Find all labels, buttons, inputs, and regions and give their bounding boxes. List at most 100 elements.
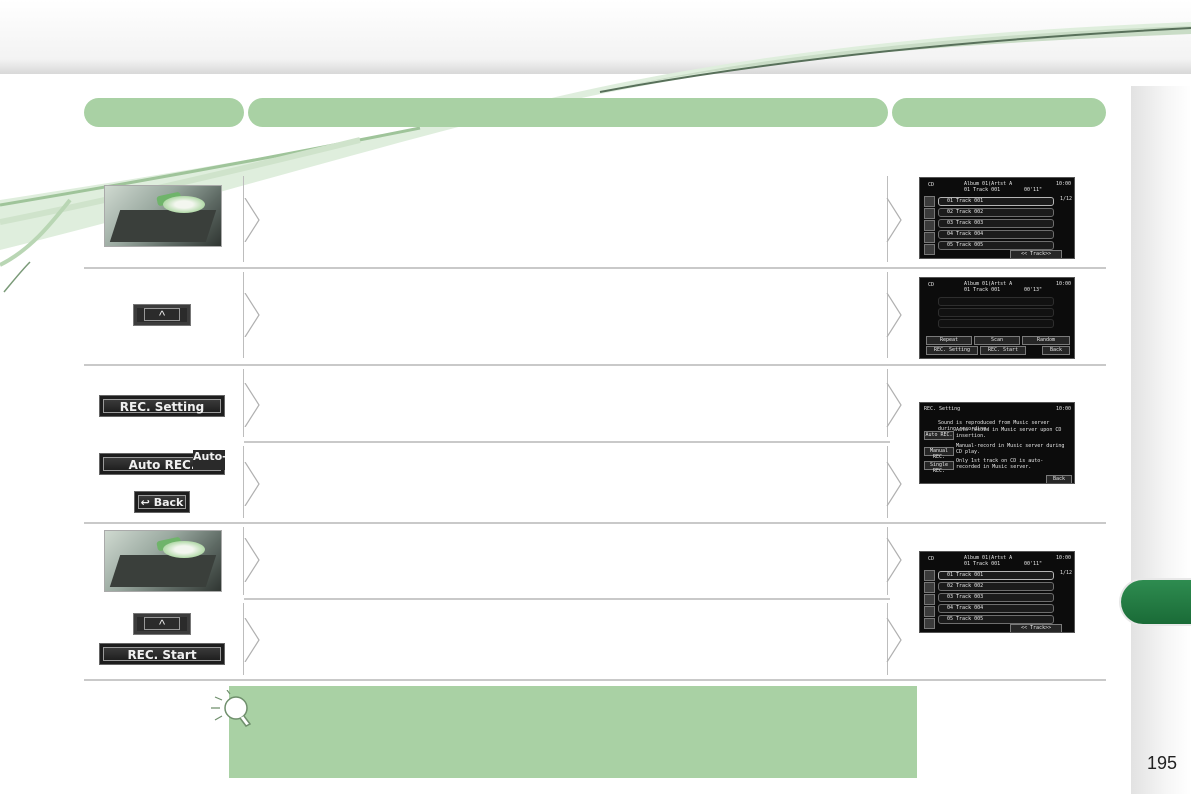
- rec-start-button[interactable]: REC. Start: [99, 643, 225, 665]
- track-title: 05 Track 005: [947, 242, 984, 248]
- chevron-right-icon: [244, 538, 260, 582]
- track-row[interactable]: 02 Track 002: [938, 582, 1054, 591]
- manual-rec-option-button[interactable]: Manual REC.: [924, 447, 954, 460]
- manual-rec-option-label: Manual REC.: [929, 448, 949, 460]
- track-row[interactable]: 05 Track 005: [938, 241, 1054, 250]
- cd-insert-photo-2: [104, 530, 222, 592]
- side-button[interactable]: [924, 594, 935, 605]
- rec-setting-label: REC. Setting: [103, 399, 221, 414]
- rec-setting-back-button[interactable]: Back: [1046, 475, 1072, 483]
- side-button[interactable]: [924, 606, 935, 617]
- row-divider: [84, 679, 1106, 681]
- track-title: 01 Track 001: [947, 572, 984, 578]
- rec-start-label: REC. Start: [103, 647, 221, 662]
- rec-setting-button[interactable]: REC. Setting: [99, 395, 225, 417]
- cd-disc-icon: [163, 196, 205, 213]
- column-separator: [243, 176, 244, 262]
- track-label: 01 Track 001: [964, 561, 1001, 567]
- lightbulb-icon: [211, 690, 252, 727]
- track-list-screen: CD Album 01(Artst A 01 Track 001 00'11" …: [919, 177, 1075, 259]
- auto-rec-overflow: Auto-: [193, 450, 225, 470]
- side-button[interactable]: [924, 570, 935, 581]
- track-row[interactable]: 03 Track 003: [938, 219, 1054, 228]
- album-label: Album 01(Artst A: [964, 555, 1013, 561]
- menu-rec-start-button[interactable]: REC. Start: [980, 346, 1026, 355]
- chevron-right-icon: [886, 198, 902, 242]
- track-label: 01 Track 001: [964, 187, 1001, 193]
- track-row[interactable]: 05 Track 005: [938, 615, 1054, 624]
- track-row[interactable]: 03 Track 003: [938, 593, 1054, 602]
- rec-setting-screen: REC. Setting 10:00 Sound is reproduced f…: [919, 402, 1075, 484]
- chevron-right-icon: [886, 293, 902, 337]
- side-button[interactable]: [924, 618, 935, 629]
- track-row[interactable]: 01 Track 001: [938, 197, 1054, 206]
- track-row[interactable]: 04 Track 004: [938, 230, 1054, 239]
- side-button[interactable]: [924, 582, 935, 593]
- track-title: 01 Track 001: [947, 198, 984, 204]
- single-rec-option-button[interactable]: Single REC.: [924, 461, 954, 474]
- track-title: 03 Track 003: [947, 220, 984, 226]
- auto-rec-label: Auto REC.: [103, 457, 221, 472]
- menu-screen: CD Album 01(Artst A 01 Track 001 00'13" …: [919, 277, 1075, 359]
- track-nav-button[interactable]: << Track>>: [1010, 624, 1062, 632]
- track-title: 02 Track 002: [947, 583, 984, 589]
- page-number: 195: [1146, 753, 1178, 773]
- side-button[interactable]: [924, 220, 935, 231]
- auto-rec-option-label: Auto REC.: [925, 432, 953, 438]
- track-label: 01 Track 001: [964, 287, 1001, 293]
- chevron-right-icon: [886, 538, 902, 582]
- cd-insert-photo: [104, 185, 222, 247]
- elapsed-time: 00'11": [1024, 187, 1043, 193]
- track-row[interactable]: 01 Track 001: [938, 571, 1054, 580]
- menu-rec-setting-button[interactable]: REC. Setting: [926, 346, 978, 355]
- source-label: CD: [928, 282, 935, 288]
- track-row-dimmed: [938, 319, 1054, 328]
- column-separator: [243, 603, 244, 675]
- row-divider: [244, 441, 890, 443]
- side-button[interactable]: [924, 196, 935, 207]
- section-tab: [1121, 580, 1191, 624]
- chevron-right-icon: [244, 198, 260, 242]
- chevron-right-icon: [244, 618, 260, 662]
- random-button[interactable]: Random: [1022, 336, 1070, 345]
- rec-setting-back-label: Back: [1052, 476, 1066, 482]
- track-title: 05 Track 005: [947, 616, 984, 622]
- album-label: Album 01(Artst A: [964, 281, 1013, 287]
- scan-label: Scan: [990, 337, 1004, 343]
- single-rec-desc: Only 1st track on CD is auto-recorded in…: [956, 458, 1044, 470]
- column-separator: [243, 527, 244, 595]
- repeat-button[interactable]: Repeat: [926, 336, 972, 345]
- back-button[interactable]: ↩ Back: [134, 491, 190, 513]
- clock: 10:00: [1056, 406, 1072, 412]
- chevron-right-icon: [244, 462, 260, 506]
- track-title: 04 Track 004: [947, 605, 984, 611]
- side-button[interactable]: [924, 244, 935, 255]
- track-row[interactable]: 04 Track 004: [938, 604, 1054, 613]
- track-nav-label: << Track>>: [1021, 251, 1052, 257]
- clock: 10:00: [1056, 555, 1072, 561]
- row-divider: [244, 598, 890, 600]
- column-header-pill-right: [892, 98, 1106, 127]
- screen-title: REC. Setting: [924, 406, 961, 412]
- track-row[interactable]: 02 Track 002: [938, 208, 1054, 217]
- column-separator: [887, 369, 888, 437]
- up-arrow-button[interactable]: ^: [133, 304, 191, 326]
- auto-rec-option-button[interactable]: Auto REC.: [924, 431, 954, 440]
- back-text: Back: [153, 496, 184, 509]
- menu-back-button[interactable]: Back: [1042, 346, 1070, 355]
- side-button[interactable]: [924, 208, 935, 219]
- rec-heading: Sound is reproduced from Music server du…: [938, 420, 1050, 432]
- chevron-right-icon: [886, 383, 902, 427]
- single-rec-option-label: Single REC.: [929, 462, 949, 474]
- chevron-right-icon: [244, 293, 260, 337]
- track-title: 02 Track 002: [947, 209, 984, 215]
- scan-button[interactable]: Scan: [974, 336, 1020, 345]
- track-nav-button[interactable]: << Track>>: [1010, 250, 1062, 258]
- menu-rec-start-label: REC. Start: [987, 347, 1019, 353]
- menu-back-label: Back: [1049, 347, 1063, 353]
- column-separator: [243, 369, 244, 437]
- column-separator: [887, 272, 888, 358]
- up-arrow-button-2[interactable]: ^: [133, 613, 191, 635]
- side-button[interactable]: [924, 232, 935, 243]
- manual-rec-desc: Manual-record in Music server during CD …: [956, 443, 1065, 455]
